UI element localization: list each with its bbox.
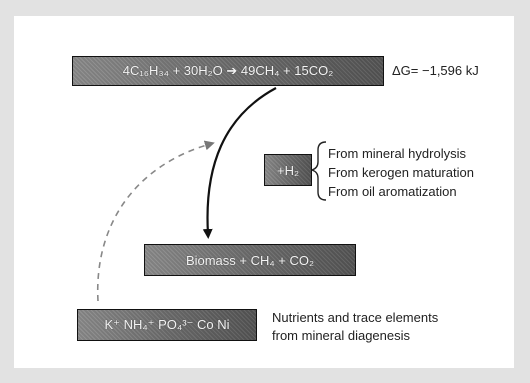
hydrogen-source-2: From kerogen maturation xyxy=(328,165,474,180)
nutrients-box: K⁺ NH₄⁺ PO₄³⁻ Co Ni xyxy=(77,309,257,341)
hydrogen-source-1: From mineral hydrolysis xyxy=(328,146,466,161)
sources-brace xyxy=(309,141,327,201)
nutrients-description: Nutrients and trace elements from minera… xyxy=(272,309,438,345)
reaction-equation-box: 4C₁₆H₃₄ + 30H₂O ➔ 49CH₄ + 15CO₂ xyxy=(72,56,384,86)
reaction-equation: 4C₁₆H₃₄ + 30H₂O ➔ 49CH₄ + 15CO₂ xyxy=(122,63,334,78)
nutrient-feedback-arrow xyxy=(96,140,215,302)
products-box: Biomass + CH₄ + CO₂ xyxy=(144,244,356,276)
nutrients-description-line1: Nutrients and trace elements xyxy=(272,310,439,325)
gibbs-free-energy: ΔG= −1,596 kJ xyxy=(392,63,479,78)
nutrients-label: K⁺ NH₄⁺ PO₄³⁻ Co Ni xyxy=(104,317,230,332)
diagram-panel: 4C₁₆H₃₄ + 30H₂O ➔ 49CH₄ + 15CO₂ ΔG= −1,5… xyxy=(14,16,514,368)
nutrients-description-line2: from mineral diagenesis xyxy=(272,328,411,343)
hydrogen-source-3: From oil aromatization xyxy=(328,184,457,199)
products-label: Biomass + CH₄ + CO₂ xyxy=(185,252,315,268)
hydrogen-box: +H₂ xyxy=(264,154,312,186)
hydrogen-label: +H₂ xyxy=(276,162,300,178)
